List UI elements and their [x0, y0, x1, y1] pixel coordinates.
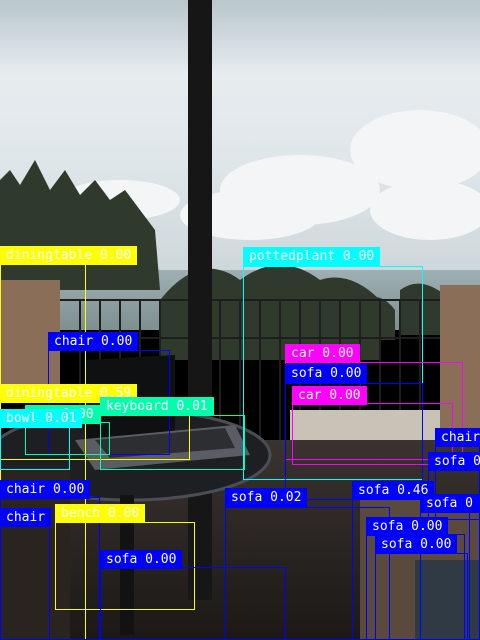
detection-label: diningtable 0.00	[0, 246, 138, 265]
detection-label: sofa 0.00	[366, 517, 449, 536]
detection-label: chair	[435, 428, 480, 447]
detection-label: pottedplant 0.00	[243, 247, 381, 266]
detection-label: chair	[0, 508, 52, 527]
detection-label: sofa 0	[428, 452, 480, 471]
detection-label: chair 0.00	[48, 332, 139, 351]
detection-label: sofa 0.00	[100, 550, 183, 569]
detection-label: car 0.00	[285, 344, 360, 363]
detection-label: sofa 0.00	[285, 364, 368, 383]
detection-label: sofa 0.46	[352, 481, 435, 500]
window-mullion	[188, 0, 212, 600]
detection-label: keyboard 0.01	[100, 397, 214, 416]
detection-label: bowl 0.01	[0, 409, 83, 428]
detection-label: chair 0.00	[0, 480, 91, 499]
detection-label: sofa 0	[420, 494, 479, 513]
detection-label: sofa 0.00	[375, 535, 458, 554]
detection-label: sofa 0.02	[225, 488, 308, 507]
detection-label: car 0.00	[292, 386, 367, 405]
detection-label: bench 0.00	[55, 504, 146, 523]
